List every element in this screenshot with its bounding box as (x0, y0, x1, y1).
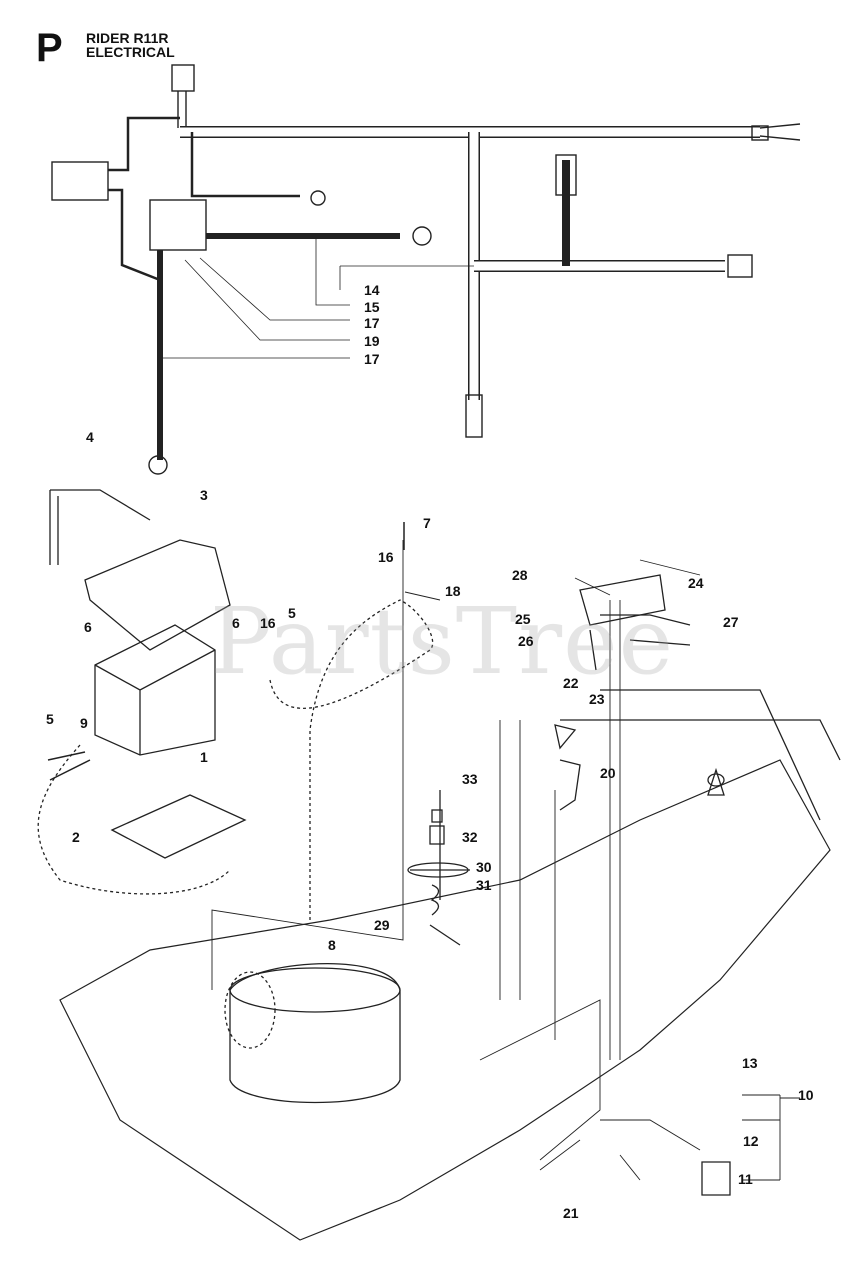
manual (110, 794, 247, 859)
harness-drawing (51, 64, 801, 475)
engine (229, 962, 401, 1104)
battery-cover (84, 539, 231, 651)
ignition-switch-body (701, 1161, 731, 1196)
top-connector (171, 64, 195, 92)
solenoid (149, 199, 207, 251)
battery (94, 624, 216, 756)
watermark-text: PartsTree (210, 588, 675, 695)
lower-assembly (37, 489, 841, 1241)
model-name: RIDER R11R (86, 30, 169, 46)
section-title: ELECTRICAL (86, 44, 175, 60)
right-connector (727, 254, 753, 278)
mount-bracket (579, 574, 666, 626)
relay (51, 161, 109, 201)
section-letter: P (36, 26, 63, 70)
